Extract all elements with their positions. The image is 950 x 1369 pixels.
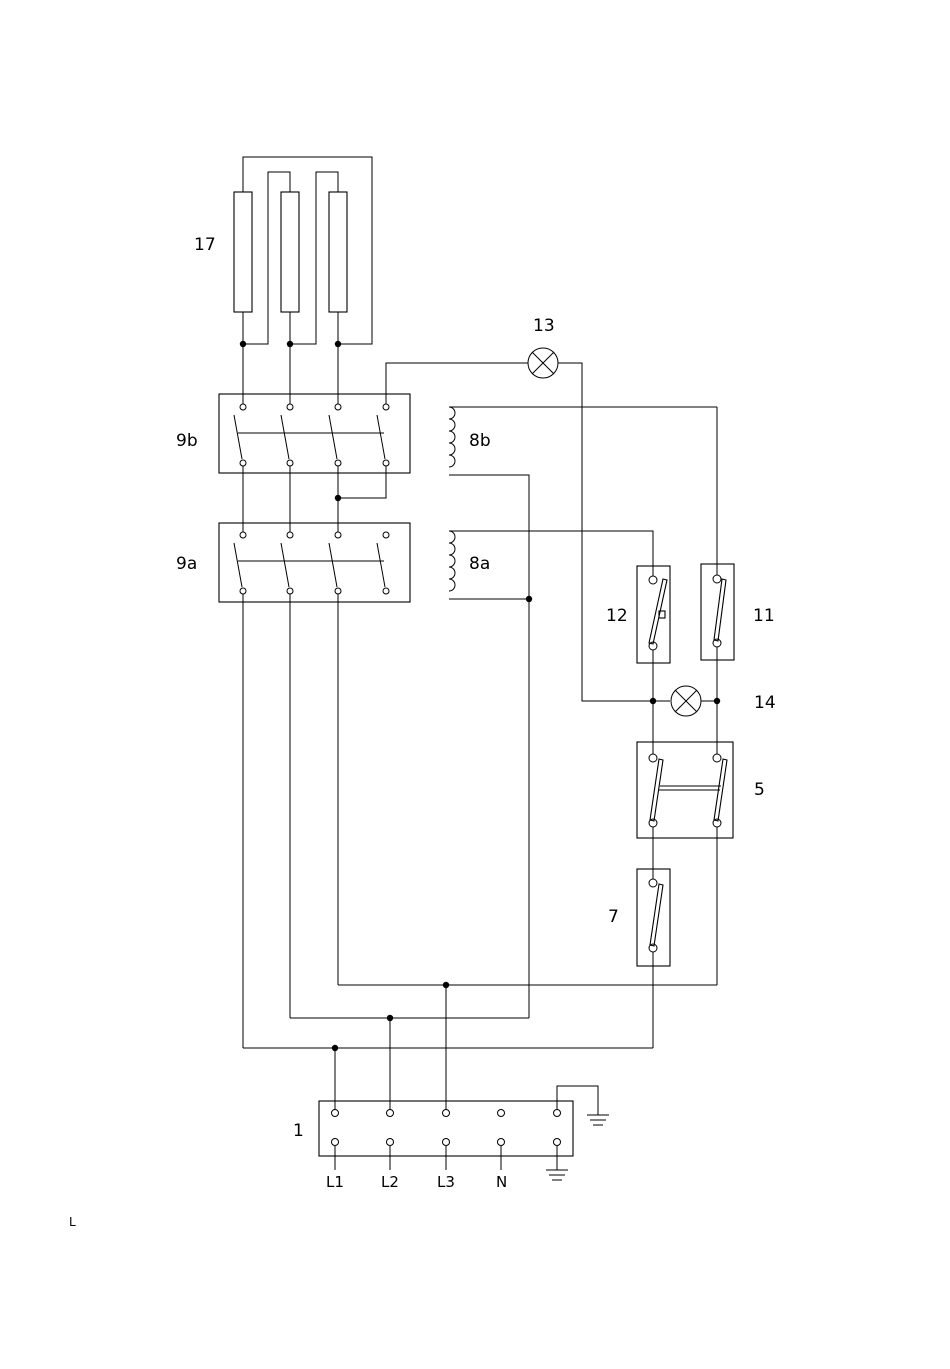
label-17: 17 (194, 235, 216, 255)
label-11: 11 (753, 606, 775, 626)
terminal-label-L3: L3 (437, 1173, 455, 1191)
label-7: 7 (608, 907, 619, 927)
footer-mark: L (69, 1215, 76, 1229)
heating-elements-17 (234, 157, 372, 405)
lamp-13 (528, 348, 558, 378)
terminal-label-N: N (496, 1173, 507, 1191)
label-8a: 8a (469, 554, 490, 574)
label-12: 12 (606, 606, 628, 626)
lamp-14 (653, 686, 717, 716)
contactor-9b (219, 394, 410, 473)
terminal-block-1 (319, 1086, 609, 1180)
label-9b: 9b (176, 431, 198, 451)
terminal-label-L1: L1 (326, 1173, 344, 1191)
label-8b: 8b (469, 431, 491, 451)
terminal-label-L2: L2 (381, 1173, 399, 1191)
switch-7 (637, 869, 670, 966)
supply-wiring (243, 594, 717, 1110)
contactor-9a (219, 523, 410, 602)
thermostat-12 (637, 566, 670, 663)
label-13: 13 (533, 316, 555, 336)
double-switch-5 (637, 742, 733, 838)
label-14: 14 (754, 693, 776, 713)
label-9a: 9a (176, 554, 197, 574)
switch-11 (701, 564, 734, 660)
label-1: 1 (293, 1121, 304, 1141)
label-5: 5 (754, 780, 765, 800)
